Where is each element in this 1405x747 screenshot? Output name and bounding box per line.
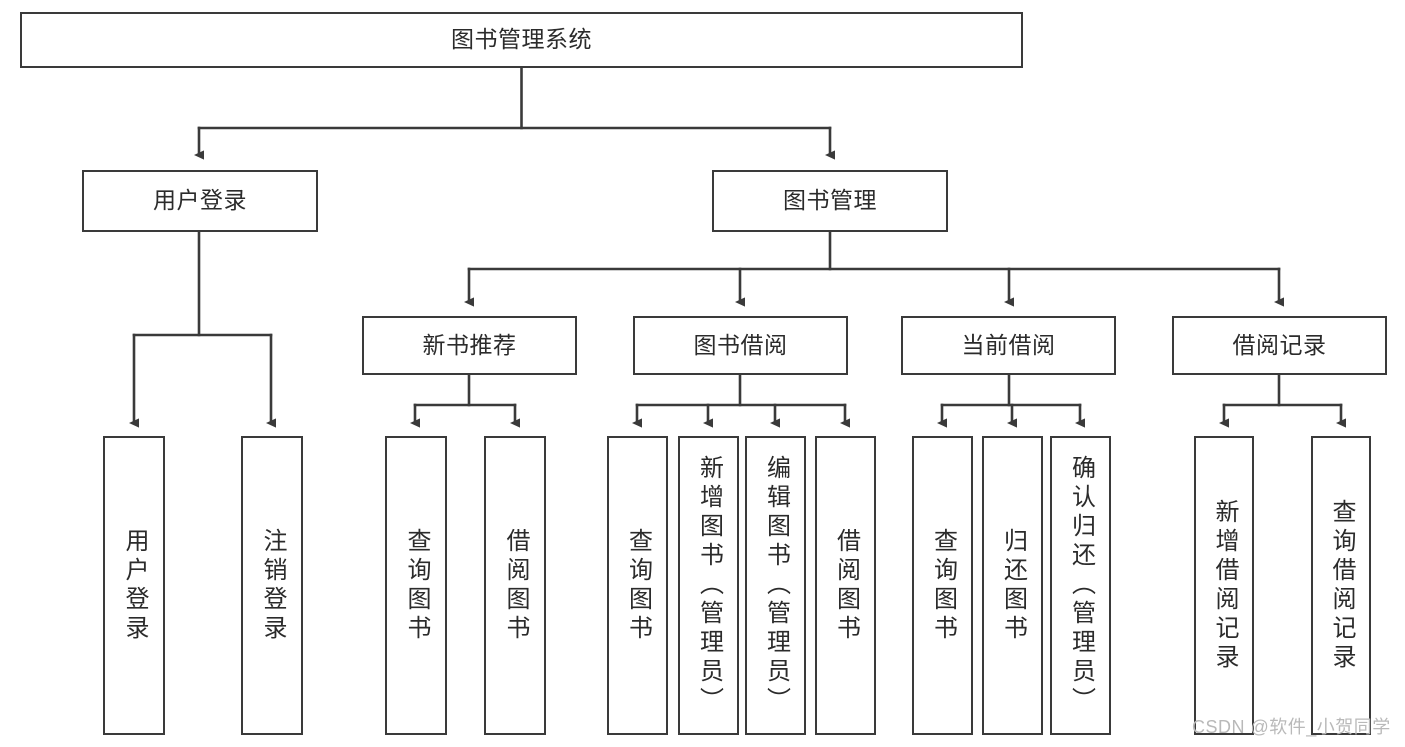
node-label: 确认归还（管理员） [1067,455,1095,716]
leaf-current-borrow-return-book[interactable]: 归还图书 [982,436,1043,735]
node-label: 用户登录 [121,527,148,644]
leaf-new-book-borrow-book[interactable]: 借阅图书 [484,436,546,735]
leaf-new-book-query-book[interactable]: 查询图书 [385,436,447,735]
node-label: 图书管理 [783,187,877,214]
leaf-book-borrow-query-book[interactable]: 查询图书 [607,436,668,735]
node-book-management[interactable]: 图书管理 [712,170,948,232]
node-new-book-recommend[interactable]: 新书推荐 [362,316,577,375]
node-label: 新书推荐 [422,331,517,358]
leaf-book-borrow-borrow-book[interactable]: 借阅图书 [815,436,876,735]
node-book-borrow[interactable]: 图书借阅 [633,316,848,375]
leaf-current-borrow-query-book[interactable]: 查询图书 [912,436,973,735]
node-label: 归还图书 [999,527,1027,644]
csdn-watermark: CSDN @软件_小贺同学 [1192,717,1391,737]
leaf-current-borrow-confirm-return-admin[interactable]: 确认归还（管理员） [1050,436,1111,735]
node-label: 用户登录 [153,187,247,214]
leaf-user-login-login[interactable]: 用户登录 [103,436,165,735]
node-label: 查询图书 [403,527,430,644]
node-user-login[interactable]: 用户登录 [82,170,318,232]
node-label: 图书借阅 [693,331,788,358]
leaf-book-borrow-add-book-admin[interactable]: 新增图书（管理员） [678,436,739,735]
node-label: 编辑图书（管理员） [762,455,790,716]
leaf-borrow-record-add-record[interactable]: 新增借阅记录 [1194,436,1254,735]
node-label: 新增图书（管理员） [695,455,723,716]
node-label: 查询图书 [929,527,957,644]
node-current-borrow[interactable]: 当前借阅 [901,316,1116,375]
node-label: 新增借阅记录 [1211,498,1238,673]
node-label: 借阅图书 [502,527,529,644]
node-label: 图书管理系统 [451,26,592,53]
node-label: 当前借阅 [961,331,1056,358]
node-label: 借阅图书 [832,527,860,644]
leaf-book-borrow-edit-book-admin[interactable]: 编辑图书（管理员） [745,436,806,735]
node-label: 查询图书 [624,527,652,644]
node-label: 注销登录 [259,527,286,644]
leaf-borrow-record-query-record[interactable]: 查询借阅记录 [1311,436,1371,735]
node-root-book-management-system[interactable]: 图书管理系统 [20,12,1023,68]
node-label: 查询借阅记录 [1328,498,1355,673]
node-label: 借阅记录 [1232,331,1327,358]
node-borrow-record[interactable]: 借阅记录 [1172,316,1387,375]
leaf-user-login-logout[interactable]: 注销登录 [241,436,303,735]
